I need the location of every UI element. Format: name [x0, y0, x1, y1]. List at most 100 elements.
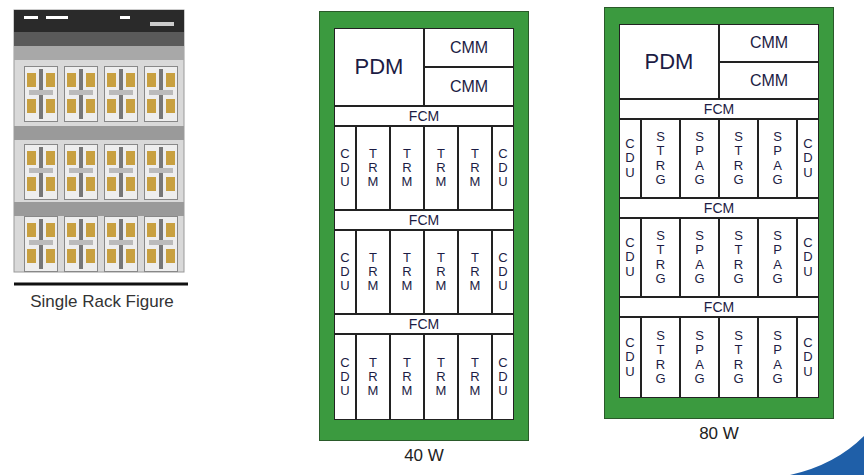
module-label: PDM — [645, 51, 694, 73]
module-label: CDU — [339, 356, 352, 399]
module-box: STRG — [641, 119, 680, 198]
module-label: SPAG — [771, 229, 784, 286]
module-box: TRM — [356, 126, 390, 210]
module-label: SPAG — [771, 130, 784, 187]
module-label: STRG — [654, 229, 667, 286]
module-label: FCM — [704, 102, 734, 116]
module-label: CMM — [450, 79, 488, 95]
module-label: FCM — [704, 300, 734, 314]
module-label: STRG — [732, 329, 745, 386]
module-box: SPAG — [758, 119, 797, 198]
module-box: TRM — [356, 334, 390, 420]
module-label: STRG — [732, 229, 745, 286]
module-box: CDU — [334, 230, 356, 314]
module-label: CDU — [624, 336, 637, 379]
module-label: CDU — [802, 236, 815, 279]
module-label: CDU — [497, 147, 510, 190]
module-label: STRG — [732, 130, 745, 187]
module-label: CDU — [497, 356, 510, 399]
rack-heading: 40 W — [320, 446, 528, 466]
module-label: CDU — [624, 137, 637, 180]
rack-band — [14, 46, 184, 60]
band-box: FCM — [334, 314, 514, 334]
module-box: SPAG — [680, 119, 719, 198]
module-box: CDU — [334, 334, 356, 420]
rack-module — [145, 217, 178, 272]
rack-module — [145, 67, 178, 122]
module-label: STRG — [654, 130, 667, 187]
module-box: STRG — [719, 119, 758, 198]
module-label: SPAG — [693, 329, 706, 386]
rack-body — [14, 10, 184, 272]
module-label: TRM — [401, 147, 414, 190]
module-box: CDU — [492, 126, 514, 210]
module-label: CDU — [339, 251, 352, 294]
module-label: CDU — [624, 236, 637, 279]
module-box: TRM — [424, 334, 458, 420]
module-label: SPAG — [693, 229, 706, 286]
module-box: SPAG — [680, 317, 719, 398]
rack-module — [105, 67, 138, 122]
rack-led — [120, 16, 130, 19]
module-label: TRM — [435, 251, 448, 294]
module-box: CDU — [797, 119, 819, 198]
module-box: CDU — [334, 126, 356, 210]
module-box: SPAG — [758, 317, 797, 398]
module-box: TRM — [390, 126, 424, 210]
module-box: STRG — [719, 218, 758, 297]
figure-caption: Single Rack Figure — [10, 292, 194, 312]
module-label: TRM — [367, 251, 380, 294]
module-box: TRM — [390, 230, 424, 314]
module-box: SPAG — [680, 218, 719, 297]
module-label: CDU — [802, 336, 815, 379]
band-box: FCM — [619, 198, 819, 218]
rack-band — [14, 32, 184, 46]
rack-module — [105, 217, 138, 272]
module-label: TRM — [401, 251, 414, 294]
module-label: CDU — [339, 147, 352, 190]
corner-swoosh — [790, 436, 864, 475]
module-box: TRM — [458, 126, 492, 210]
rack-top — [14, 10, 184, 32]
rack-module — [65, 217, 98, 272]
module-box: SPAG — [758, 218, 797, 297]
module-label: TRM — [435, 356, 448, 399]
module-box: CDU — [492, 230, 514, 314]
rack-module — [105, 145, 138, 200]
module-label: FCM — [704, 201, 734, 215]
band-box: FCM — [619, 99, 819, 119]
module-label: CMM — [450, 40, 488, 56]
rack-band — [14, 126, 184, 140]
module-box: CMM — [424, 67, 514, 106]
module-label: TRM — [367, 356, 380, 399]
module-box: CDU — [797, 317, 819, 398]
rack-module — [65, 145, 98, 200]
rack-module — [25, 67, 58, 122]
module-label: TRM — [435, 147, 448, 190]
module-box: CMM — [719, 62, 819, 99]
module-label: CDU — [802, 137, 815, 180]
rack-band — [14, 202, 184, 216]
rack-frame: 80 WPDMCMMCMMFCMCDUSTRGSPAGSTRGSPAGCDUFC… — [605, 8, 833, 418]
module-label: TRM — [401, 356, 414, 399]
module-label: SPAG — [771, 329, 784, 386]
module-box: TRM — [390, 334, 424, 420]
rack-heading: 80 W — [605, 424, 833, 444]
module-box: TRM — [458, 230, 492, 314]
rack-frame: 40 WPDMCMMCMMFCMCDUTRMTRMTRMTRMCDUFCMCDU… — [320, 12, 528, 440]
module-box: STRG — [641, 317, 680, 398]
module-label: TRM — [469, 147, 482, 190]
module-box: CDU — [619, 218, 641, 297]
rack-module — [145, 145, 178, 200]
module-label: TRM — [469, 356, 482, 399]
module-box: TRM — [458, 334, 492, 420]
module-box: CDU — [619, 317, 641, 398]
rack-led — [46, 16, 68, 19]
band-box: FCM — [619, 297, 819, 317]
module-box: CMM — [719, 24, 819, 62]
module-box: TRM — [356, 230, 390, 314]
module-box: PDM — [619, 24, 719, 99]
module-label: FCM — [409, 317, 439, 331]
band-box: FCM — [334, 210, 514, 230]
module-box: PDM — [334, 28, 424, 106]
